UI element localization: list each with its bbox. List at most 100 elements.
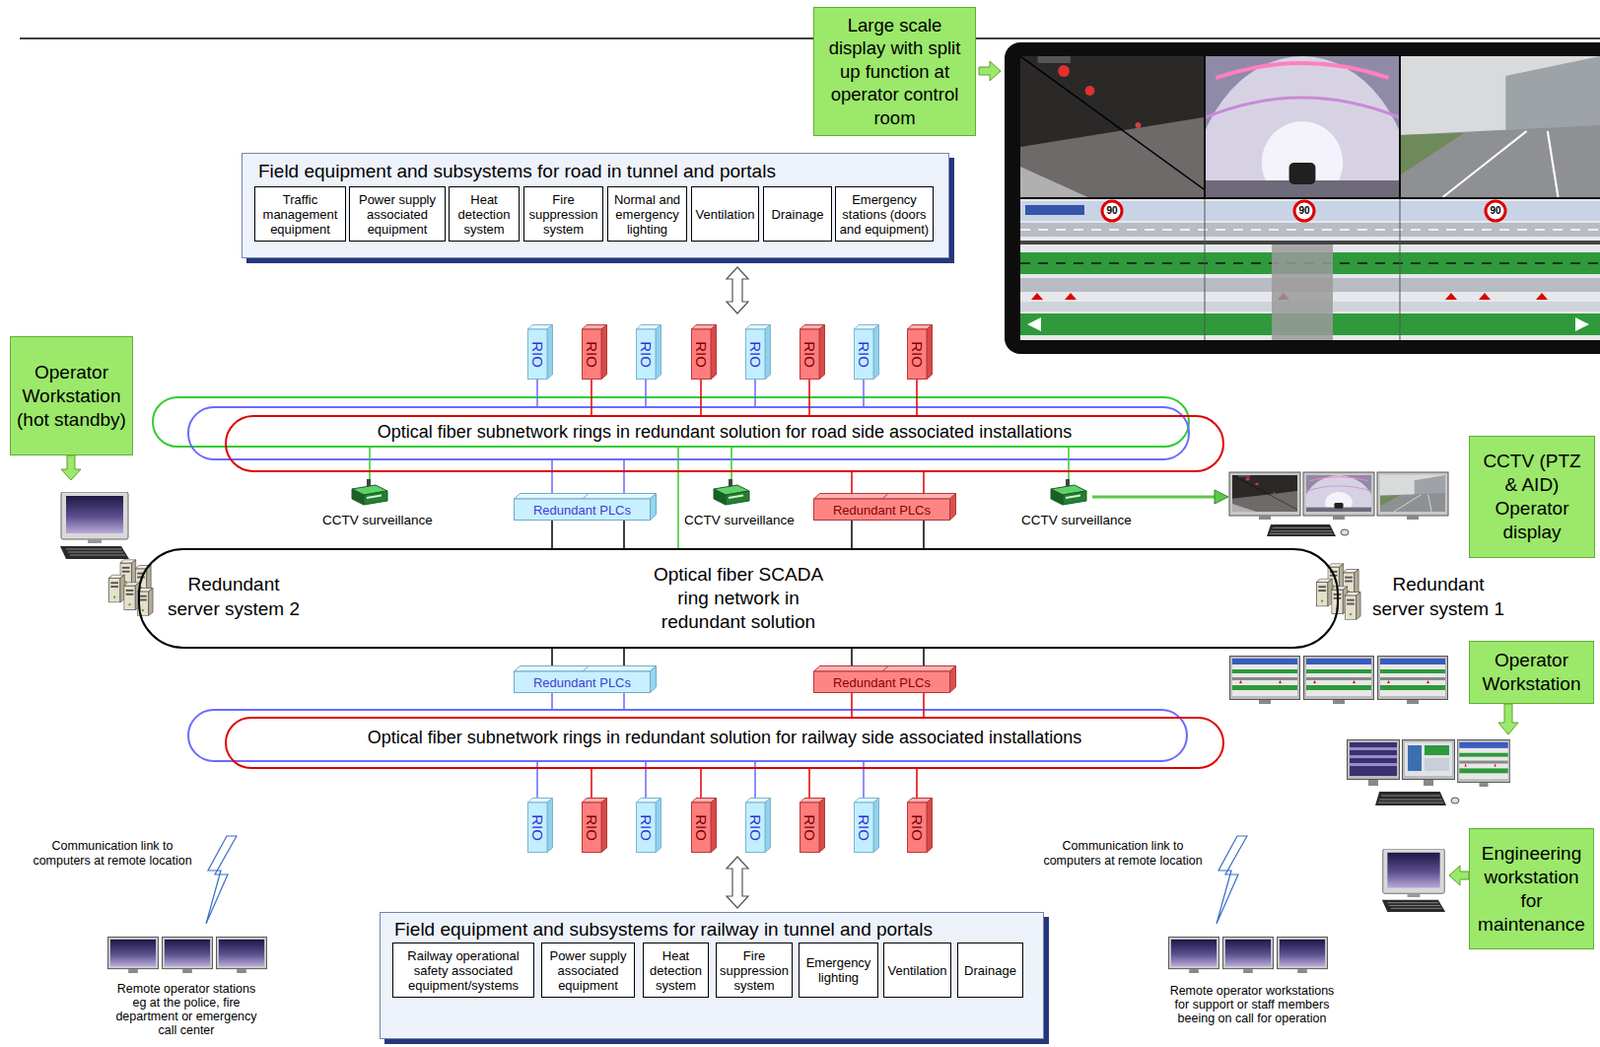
subsystem-name: Fire suppression system	[718, 948, 790, 993]
subsystem-name: Heat detection system	[645, 948, 706, 993]
rio-side	[655, 325, 662, 380]
remote-stations-part	[1168, 936, 1219, 974]
rio-side	[655, 798, 662, 853]
fiber-link	[808, 768, 811, 798]
cctv-cameras	[351, 479, 1087, 505]
display-wall-part	[1485, 201, 1506, 221]
operator-workstation-screens-part	[1451, 797, 1460, 804]
cctv-display-part	[1332, 515, 1345, 520]
rio-module: RIO	[853, 324, 880, 380]
plc-side	[650, 666, 657, 694]
fiber-link	[590, 768, 593, 798]
display-wall-part	[1027, 317, 1042, 332]
server-label: Redundant server system 1	[1369, 571, 1508, 622]
subsystem-name: Drainage	[964, 963, 1017, 978]
cctv-display	[1229, 472, 1449, 553]
display-wall-part	[1004, 42, 1600, 354]
double-arrows-part	[726, 267, 749, 314]
subsystem-name: Normal and emergency lighting	[610, 192, 685, 237]
subsystem-box: Emergency stations (doors and equipment)	[834, 186, 934, 242]
cctv-cameras-part	[1050, 479, 1087, 505]
camera-arrow-part	[1092, 495, 1217, 499]
rio-side	[873, 325, 880, 380]
camera-arrow	[1092, 489, 1229, 504]
ring-taps-part	[624, 520, 924, 666]
subsystem-box: Normal and emergency lighting	[607, 186, 688, 242]
rio-front	[854, 802, 875, 853]
display-wall-part	[1025, 205, 1085, 215]
display-wall-part	[1400, 56, 1600, 198]
rio-module: RIO	[691, 797, 717, 853]
rio-label: RIO	[747, 814, 765, 841]
rio-front	[582, 329, 603, 380]
subsystem-name: Ventilation	[695, 207, 756, 222]
rio-front	[800, 329, 821, 380]
engineering-computer	[1382, 848, 1446, 912]
fiber-link	[590, 379, 593, 416]
ring-taps-part	[369, 446, 1069, 549]
cctv-display-part	[1340, 529, 1349, 536]
camera-label: CCTV surveillance	[313, 512, 442, 529]
rio-module: RIO	[691, 324, 717, 380]
display-wall-part	[1102, 201, 1122, 221]
display-wall-part	[1575, 317, 1590, 332]
rio-side	[819, 798, 826, 853]
rio-module: RIO	[635, 324, 662, 380]
rio-module: RIO	[527, 797, 554, 853]
callout-text: CCTV (PTZ & AID) Operator display	[1479, 449, 1585, 545]
subsystem-box: Railway operational safety associated eq…	[392, 942, 535, 998]
plc-pair: Redundant PLCs	[513, 665, 657, 694]
subsystem-box: Traffic management equipment	[254, 186, 347, 242]
rio-label: RIO	[801, 341, 819, 368]
subsystem-name: Emergency lighting	[801, 955, 876, 985]
rio-label: RIO	[583, 341, 601, 368]
cctv-display-part	[1380, 475, 1446, 512]
cctv-display-part	[1229, 472, 1301, 516]
double-arrows-part	[726, 856, 749, 908]
subsystem-name: Power supply associated equipment	[351, 192, 443, 237]
operator-workstation-screens-part	[1457, 739, 1510, 787]
scada-ring: Optical fiber SCADA ring network in redu…	[138, 548, 1339, 649]
radio-links-part	[1216, 835, 1248, 924]
operator-workstation-screens-part	[1375, 791, 1447, 806]
fiber-link	[915, 379, 918, 416]
display-wall-part	[1445, 292, 1458, 300]
plc-side	[950, 493, 957, 521]
ring-label: Optical fiber subnetwork rings in redund…	[377, 420, 1072, 443]
rio-side	[710, 325, 717, 380]
subsystem-box: Fire suppression system	[715, 942, 793, 998]
remote-stations-part	[215, 936, 267, 974]
display-wall-part	[1478, 292, 1491, 300]
rio-module: RIO	[906, 324, 933, 380]
subsystem-group: Field equipment and subsystems for road …	[241, 152, 950, 259]
fiber-link	[850, 648, 853, 666]
server-icon	[108, 559, 153, 617]
rio-side	[547, 325, 554, 380]
subsystem-box: Drainage	[763, 186, 833, 242]
display-wall-part	[1020, 222, 1600, 237]
speed-sign-number: 90	[1294, 205, 1315, 217]
subsystem-box: Ventilation	[691, 186, 760, 242]
display-wall-part	[1020, 240, 1600, 245]
rio-module: RIO	[635, 797, 662, 853]
plc-divider	[882, 493, 889, 500]
subsystem-name: Drainage	[771, 207, 825, 222]
display-wall-part	[1204, 199, 1206, 341]
display-wall-part	[1020, 201, 1600, 221]
operator-workstation-screens	[1230, 656, 1511, 807]
rio-side	[926, 798, 933, 853]
callout-text: Large scale display with split up functi…	[824, 13, 966, 130]
station-label: Remote operator stations eg at the polic…	[111, 981, 262, 1038]
rio-side	[873, 798, 880, 853]
plc-top	[814, 666, 957, 673]
rio-front	[854, 329, 875, 380]
cctv-cameras-part	[713, 479, 750, 505]
operator-workstation-screens-part	[1402, 740, 1456, 787]
fiber-link	[551, 648, 554, 666]
plc-pair: Redundant PLCs	[813, 492, 957, 521]
rio-front	[582, 802, 603, 853]
cctv-display-part	[1377, 472, 1449, 516]
plc-top	[514, 666, 657, 673]
fiber-ring: Optical fiber subnetwork rings in redund…	[224, 415, 1225, 473]
operator-workstation-screens-part	[1378, 656, 1449, 705]
